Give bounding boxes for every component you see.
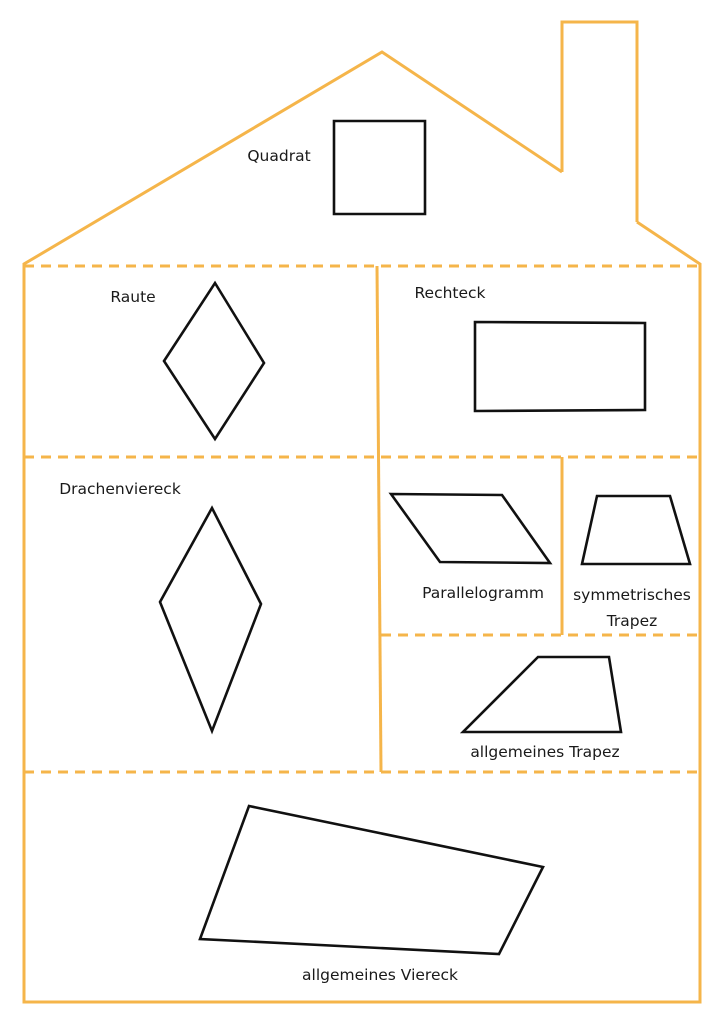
quadrilateral-shape	[198, 804, 545, 956]
label-rechteck: Rechteck	[414, 284, 485, 302]
square-shape	[332, 119, 427, 216]
label-parallelogramm: Parallelogramm	[422, 584, 544, 602]
rhombus-shape	[162, 280, 266, 442]
label-symmetrisches-trapez-1: symmetrisches	[573, 586, 691, 604]
label-drachenviereck: Drachenviereck	[59, 480, 181, 498]
chimney	[560, 20, 639, 222]
isosceles-trapezoid-shape	[580, 494, 692, 566]
label-quadrat: Quadrat	[247, 147, 310, 165]
label-raute: Raute	[110, 288, 155, 306]
label-allgemeines-trapez: allgemeines Trapez	[470, 743, 619, 761]
rectangle-shape	[473, 320, 647, 413]
kite-shape	[158, 505, 263, 735]
parallelogram-shape	[388, 492, 553, 565]
house-outline	[22, 50, 702, 1004]
wall-vertical-center	[375, 265, 383, 773]
trapezoid-shape	[459, 655, 623, 734]
label-allgemeines-viereck: allgemeines Viereck	[302, 966, 458, 984]
label-symmetrisches-trapez-2: Trapez	[606, 612, 658, 630]
